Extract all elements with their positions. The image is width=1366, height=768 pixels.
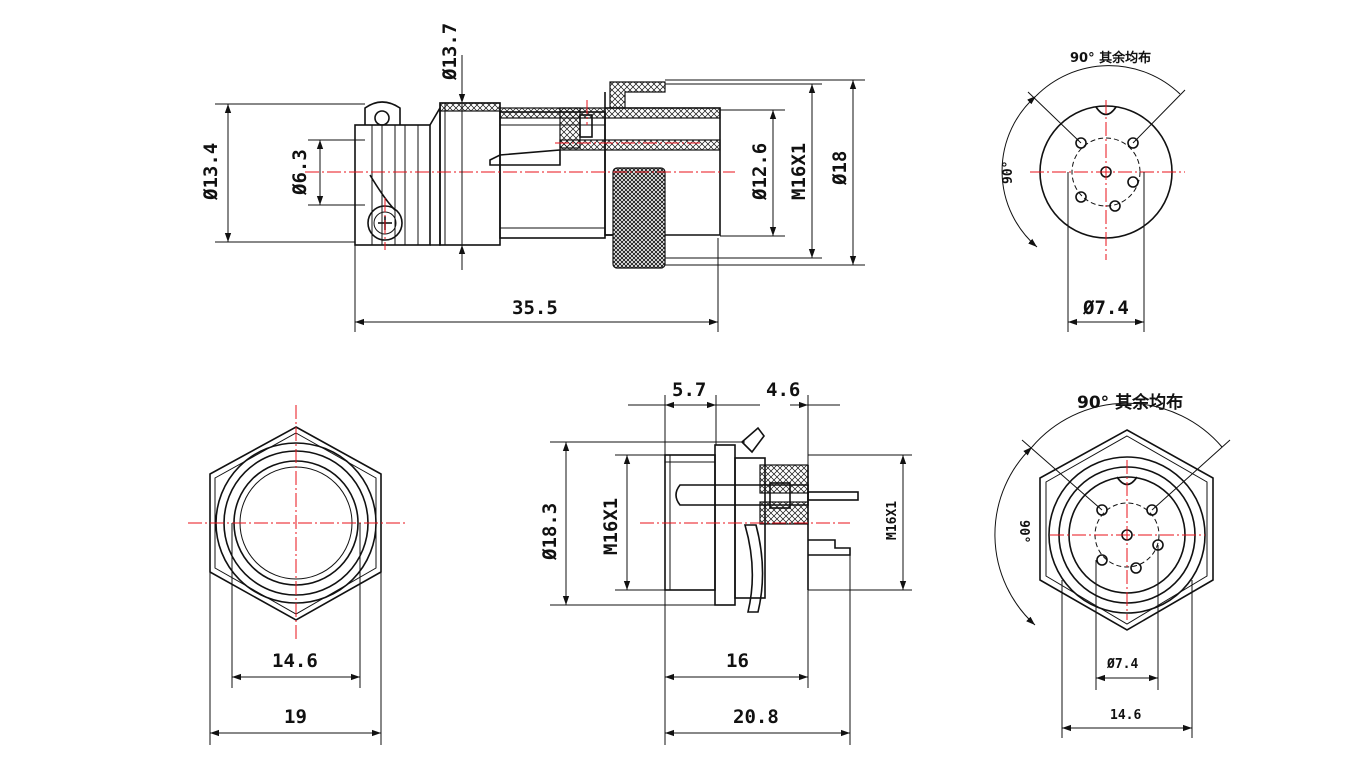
end-top-angle: 90° <box>1001 161 1016 184</box>
end-view-top: 90° 其余均布 90° Ø7.4 <box>1001 50 1186 332</box>
socket-dim-d18-3: Ø18.3 <box>539 503 561 561</box>
end-bottom-pin-circle: Ø7.4 <box>1106 657 1138 672</box>
clamp-ear <box>364 101 401 125</box>
socket-flange <box>714 444 736 606</box>
end-bottom-width: 14.6 <box>1110 708 1141 723</box>
side-view-socket: 5.7 4.6 Ø18.3 M16X1 M16X1 16 20.8 <box>539 379 912 745</box>
end-bottom-note: 90° 其余均布 <box>1077 392 1183 413</box>
hex-dim-inner: 14.6 <box>272 650 318 672</box>
socket-dim-5-7: 5.7 <box>672 379 706 401</box>
dim-m16-top: M16X1 <box>788 143 810 200</box>
side-view-plug: Ø13.7 Ø13.4 Ø6.3 Ø12.6 M16X1 Ø18 <box>200 23 865 332</box>
end-top-note: 90° 其余均布 <box>1070 50 1151 66</box>
hex-dim-across: 19 <box>284 706 307 728</box>
socket-hex <box>1039 429 1214 631</box>
dim-d13-4: Ø13.4 <box>200 143 222 201</box>
dim-d18: Ø18 <box>829 151 851 186</box>
hex-front-view: 14.6 19 <box>188 405 405 745</box>
socket-dim-m16-right: M16X1 <box>885 501 900 540</box>
knurled-grip <box>612 167 666 269</box>
cable-clamp <box>354 124 431 246</box>
main-shell <box>439 102 501 246</box>
end-view-bottom: 90° 其余均布 90° Ø7.4 14.6 <box>994 392 1231 738</box>
end-bottom-angle: 90° <box>1016 520 1031 543</box>
socket-dim-4-6: 4.6 <box>766 379 800 401</box>
dim-d6-3: Ø6.3 <box>289 149 311 196</box>
dim-d13-7: Ø13.7 <box>439 23 461 81</box>
dim-d12-6: Ø12.6 <box>749 143 771 201</box>
socket-dim-20-8: 20.8 <box>733 706 779 728</box>
dim-len-35-5: 35.5 <box>512 297 558 319</box>
socket-dim-16: 16 <box>726 650 749 672</box>
socket-dim-m16-left: M16X1 <box>600 498 622 555</box>
end-top-pin-circle: Ø7.4 <box>1082 297 1129 319</box>
